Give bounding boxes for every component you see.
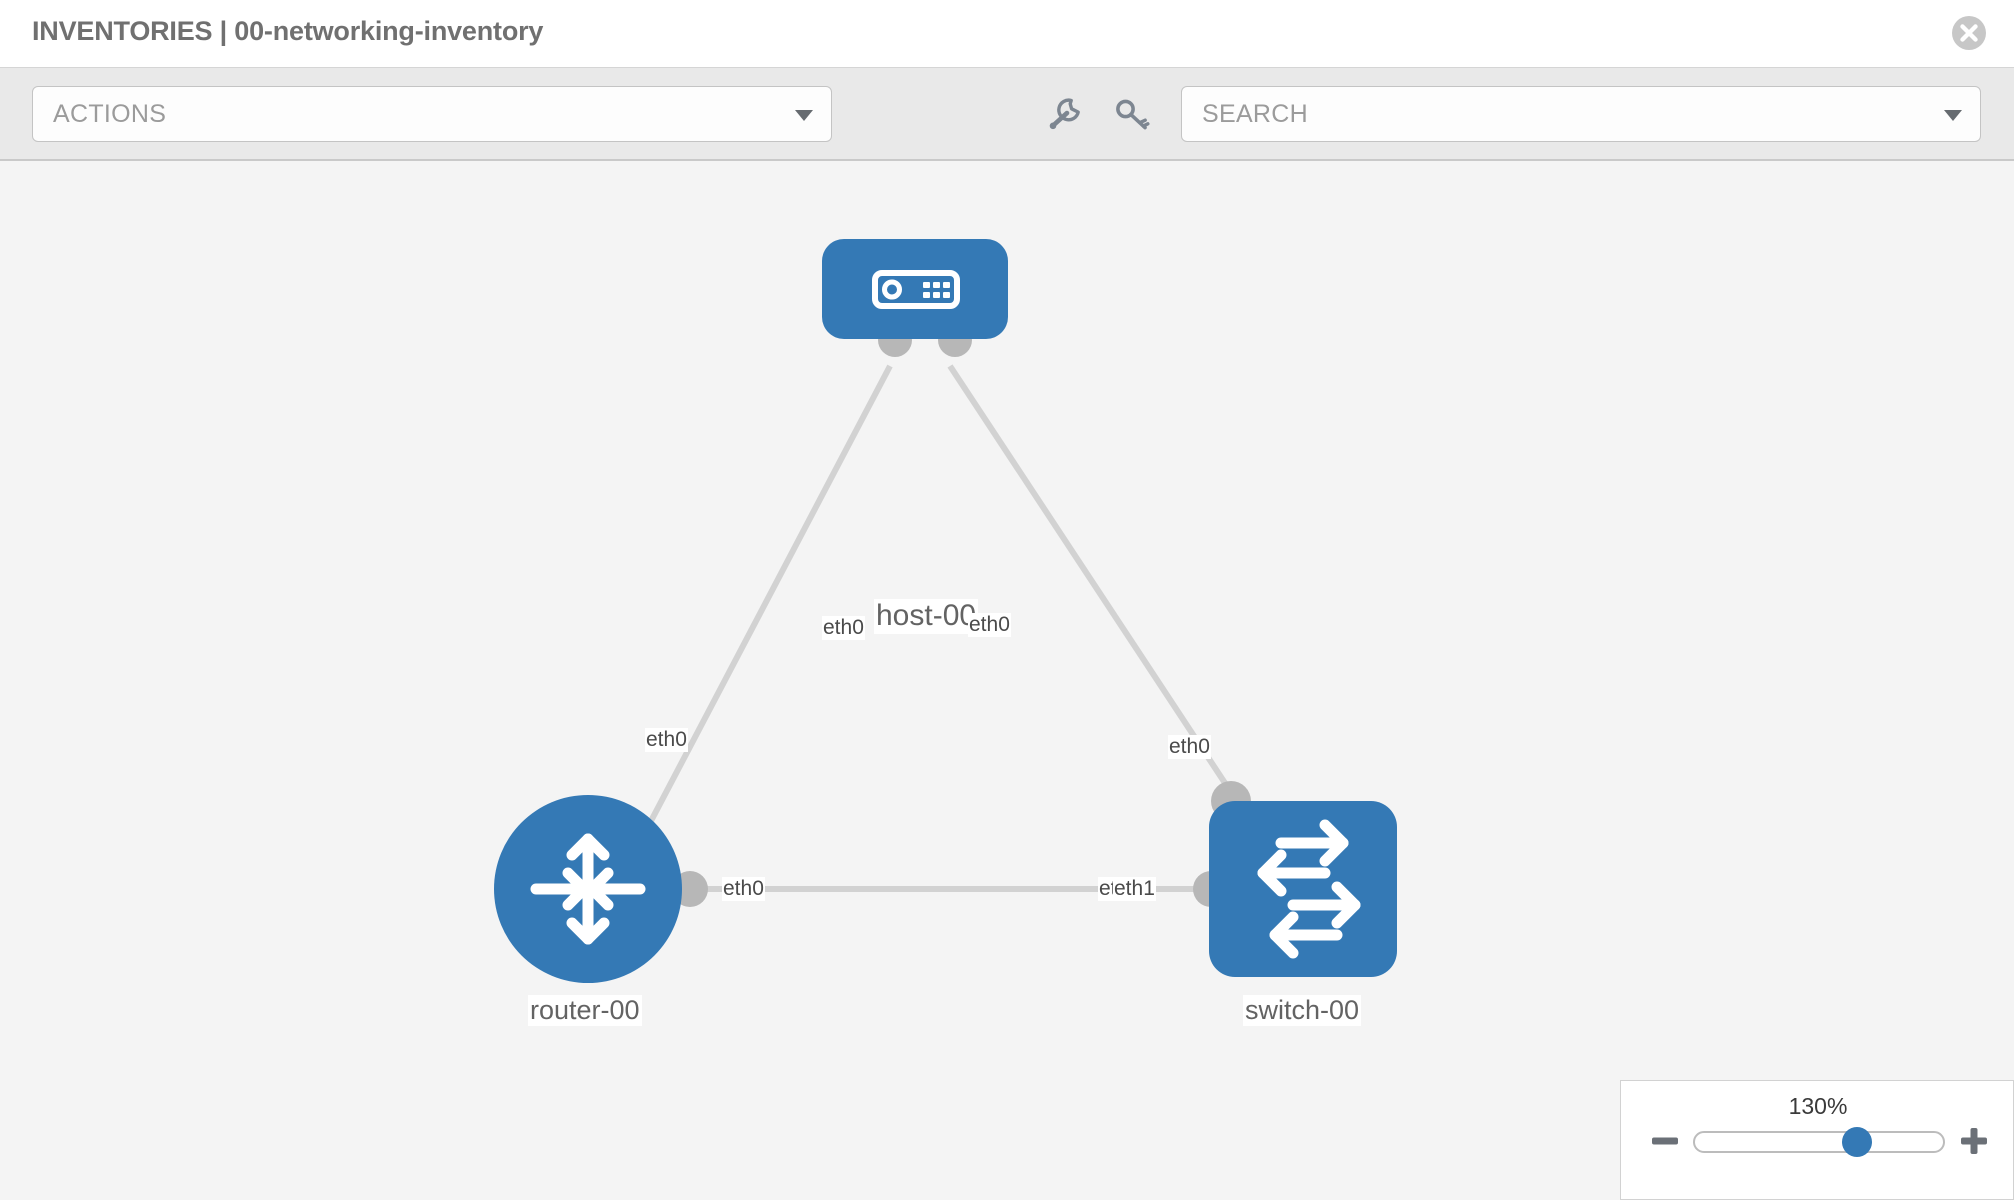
key-icon[interactable]	[1112, 94, 1152, 134]
link-label-host-left: eth0	[822, 616, 865, 641]
search-input[interactable]: SEARCH	[1181, 86, 1981, 142]
link-label-switch-left: eth1	[1113, 877, 1156, 902]
four-arrows-inward-icon	[530, 833, 646, 945]
minus-icon[interactable]	[1649, 1125, 1681, 1157]
zoom-slider-thumb[interactable]	[1842, 1127, 1872, 1157]
server-appliance-icon	[872, 270, 960, 309]
wrench-icon[interactable]	[1045, 94, 1085, 134]
page-title: INVENTORIES | 00-networking-inventory	[32, 16, 544, 46]
chevron-down-icon	[795, 110, 813, 121]
node-label-router-00: router-00	[528, 995, 642, 1027]
link-label-switch-upper: eth0	[1168, 735, 1211, 760]
link-host-router	[627, 364, 893, 863]
node-label-switch-00: switch-00	[1243, 995, 1362, 1027]
switch-node-shape[interactable]	[1209, 801, 1397, 977]
zoom-control-panel: 130%	[1620, 1080, 2014, 1200]
close-icon[interactable]	[1952, 16, 1986, 50]
node-label-host-00: host-00	[874, 599, 979, 634]
swap-arrows-icon	[1257, 819, 1361, 959]
toolbar: ACTIONS SEARCH	[0, 67, 2014, 161]
search-placeholder: SEARCH	[1202, 100, 1308, 128]
link-label-host-right: eth0	[968, 613, 1011, 638]
link-label-router-right: eth0	[722, 877, 765, 902]
actions-dropdown-label: ACTIONS	[53, 100, 167, 128]
actions-dropdown[interactable]: ACTIONS	[32, 86, 832, 142]
zoom-slider[interactable]	[1693, 1127, 1945, 1157]
chevron-down-icon	[1944, 110, 1962, 121]
zoom-level-value: 130%	[1788, 1093, 1848, 1119]
link-label-router-upper: eth0	[645, 728, 688, 753]
topology-canvas[interactable]: host-00 eth0 eth0 router-00 eth0 eth0	[0, 161, 2014, 1200]
plus-icon[interactable]	[1958, 1125, 1990, 1157]
page-header: INVENTORIES | 00-networking-inventory	[0, 0, 2014, 67]
host-node-shape[interactable]	[822, 239, 1008, 339]
